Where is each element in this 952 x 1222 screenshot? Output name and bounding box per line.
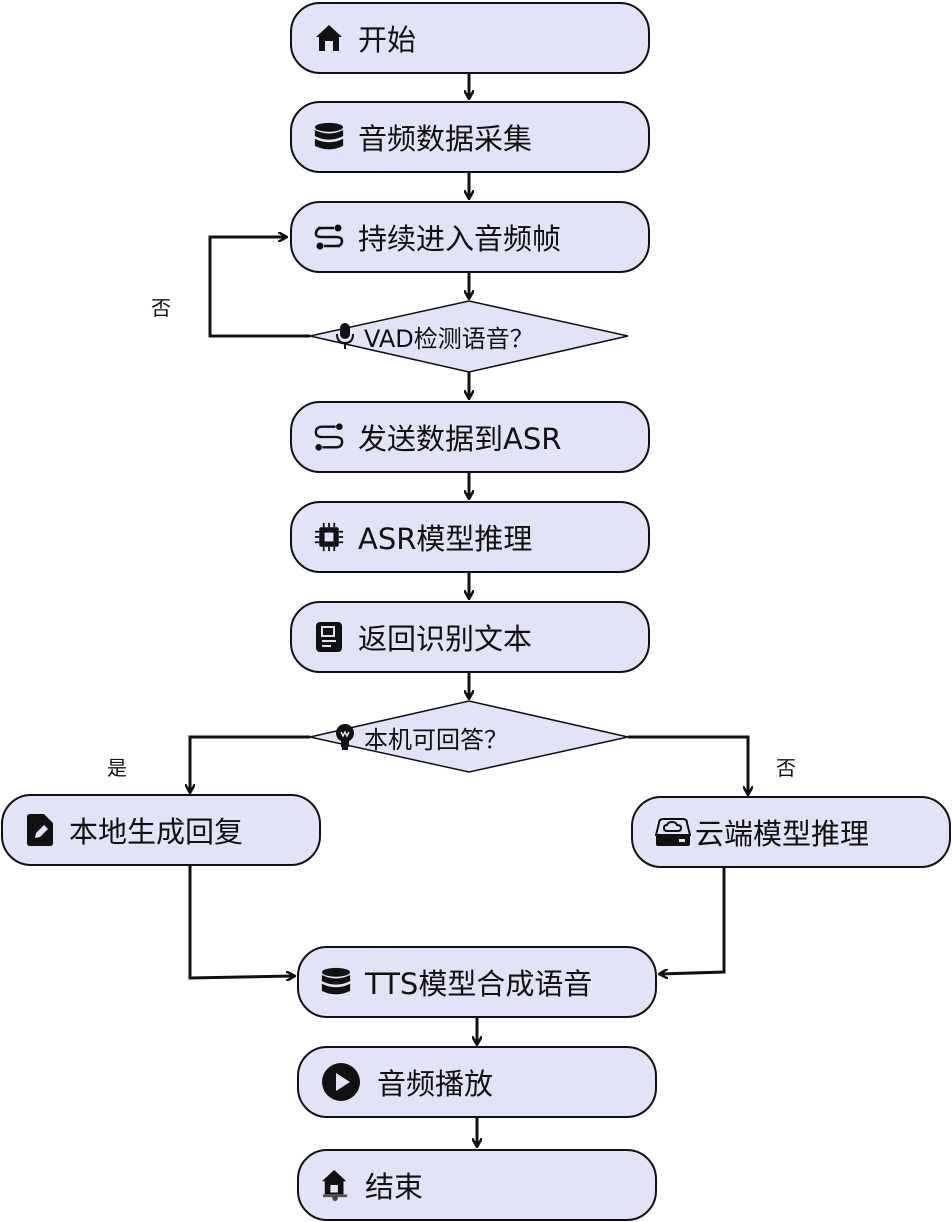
edge-label-local-yes: 是 [107,756,127,780]
node-end-label: 结束 [365,1170,424,1204]
node-collect-label: 音频数据采集 [358,122,533,156]
node-frames-label: 持续进入音频帧 [358,222,562,256]
decision-vad-shape [309,300,629,373]
edge-cloud-tts [660,868,726,974]
node-frames: 持续进入音频帧 [290,201,650,273]
node-local-gen-label: 本地生成回复 [69,815,244,849]
microphone-icon [334,322,358,350]
file-edit-icon [25,812,55,848]
node-start: 开始 [290,2,650,74]
node-play: 音频播放 [297,1046,657,1118]
route-icon [314,219,344,255]
edge-label-vad-no: 否 [151,296,171,320]
node-play-label: 音频播放 [377,1067,494,1101]
decision-local-label: 本机可回答？ [364,725,508,754]
node-end: 结束 [297,1149,657,1221]
home-icon [321,1167,351,1203]
chip-icon [314,519,344,555]
route-curve-icon [314,419,344,455]
node-tts-label: TTS模型合成语音 [365,967,593,1001]
node-asr: ASR模型推理 [290,501,650,573]
cloud-drive-icon [655,814,691,850]
decision-vad-label: VAD检测语音？ [364,324,534,353]
edge-localq-no [628,735,748,794]
database-icon [321,964,351,1000]
node-asr-label: ASR模型推理 [358,522,533,556]
edge-label-local-no: 否 [776,756,796,780]
edge-localq-yes [190,735,310,792]
decision-vad: VAD检测语音？ [334,318,534,354]
node-text-label: 返回识别文本 [358,622,533,656]
node-local-gen: 本地生成回复 [1,794,321,866]
edge-local-tts [188,863,294,978]
document-icon [314,619,344,655]
node-cloud-label: 云端模型推理 [695,817,870,851]
node-start-label: 开始 [358,23,417,57]
decision-local-shape [309,700,629,773]
home-icon [314,20,344,56]
node-cloud: 云端模型推理 [631,796,951,868]
database-icon [314,119,344,155]
node-send-label: 发送数据到ASR [358,422,562,456]
node-collect: 音频数据采集 [290,101,650,173]
lightbulb-icon [334,723,358,751]
play-icon [321,1063,361,1101]
decision-local: 本机可回答？ [334,719,508,755]
node-send: 发送数据到ASR [290,401,650,473]
edge-vad-no-loop [208,237,310,338]
node-text: 返回识别文本 [290,601,650,673]
node-tts: TTS模型合成语音 [297,946,657,1018]
